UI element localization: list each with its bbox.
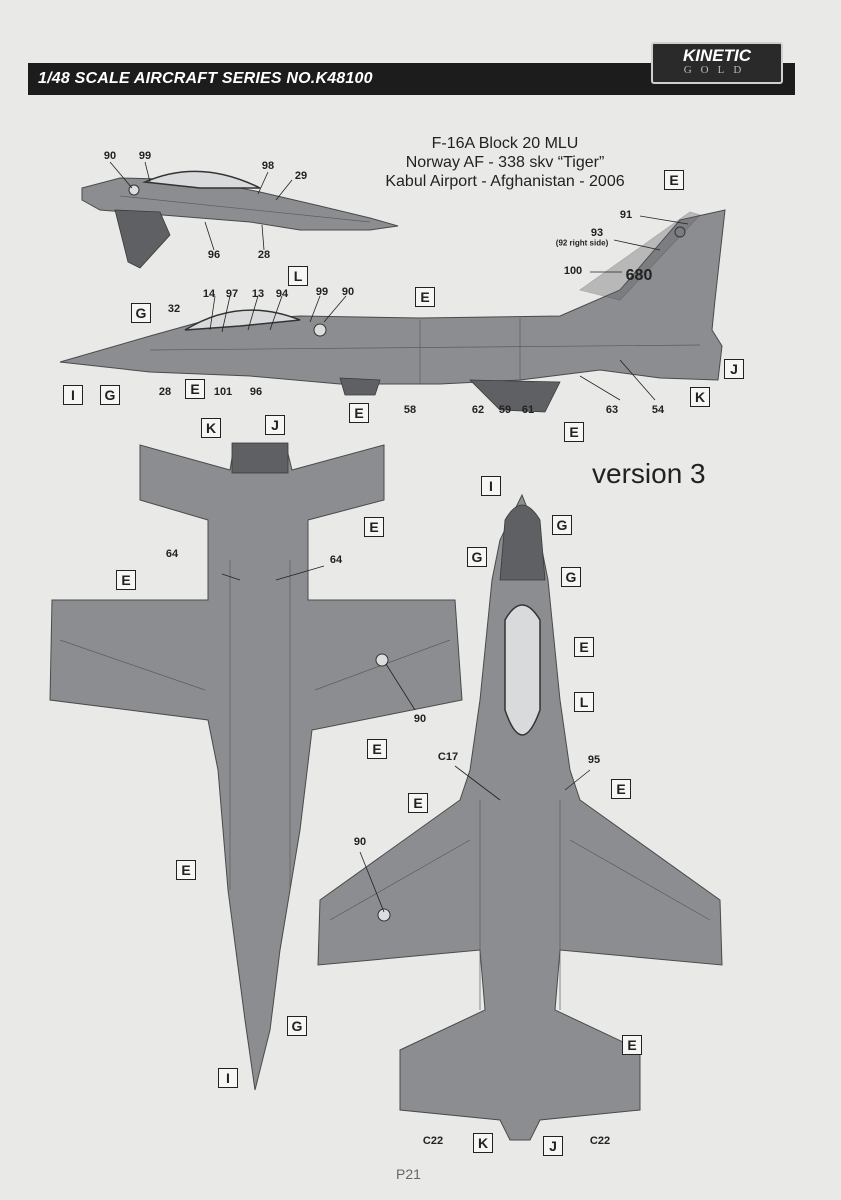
badge-e: E (367, 739, 387, 759)
callout-58: 58 (403, 404, 417, 416)
tail-number: 680 (625, 267, 653, 284)
badge-g: G (287, 1016, 307, 1036)
badge-e: E (564, 422, 584, 442)
callout-93: 93 (590, 227, 604, 239)
badge-g: G (131, 303, 151, 323)
leader-lines (109, 161, 689, 913)
badge-e: E (185, 379, 205, 399)
callout-96: 96 (207, 249, 221, 261)
bottom-view (317, 493, 723, 1141)
page-title: 1/48 SCALE AIRCRAFT SERIES NO.K48100 (38, 70, 373, 87)
badge-i: I (63, 385, 83, 405)
badge-l: L (574, 692, 594, 712)
kinetic-gold-logo: KINETIC GOLD (651, 42, 783, 84)
badge-g: G (561, 567, 581, 587)
badge-g: G (552, 515, 572, 535)
callout-99: 99 (315, 286, 329, 298)
callout-98: 98 (261, 160, 275, 172)
callout-97: 97 (225, 288, 239, 300)
caption-line-2: Norway AF - 338 skv “Tiger” (405, 154, 605, 171)
badge-e: E (415, 287, 435, 307)
badge-e: E (349, 403, 369, 423)
callout-29: 29 (294, 170, 308, 182)
callout-c22: C22 (422, 1135, 444, 1147)
callout-90: 90 (103, 150, 117, 162)
caption-line-1: F-16A Block 20 MLU (431, 135, 579, 152)
roundel-icon (377, 908, 391, 922)
callout-100: 100 (563, 265, 583, 277)
callout-13: 13 (251, 288, 265, 300)
badge-k: K (473, 1133, 493, 1153)
badge-j: J (543, 1136, 563, 1156)
badge-e: E (611, 779, 631, 799)
logo-sub-text: GOLD (683, 64, 751, 76)
aircraft-caption: F-16A Block 20 MLU Norway AF - 338 skv “… (340, 134, 670, 191)
callout-90: 90 (413, 713, 427, 725)
top-view (49, 442, 463, 1091)
version-label: version 3 (592, 458, 706, 489)
badge-e: E (116, 570, 136, 590)
callout-64: 64 (165, 548, 179, 560)
callout-94: 94 (275, 288, 289, 300)
badge-j: J (724, 359, 744, 379)
roundel-icon (375, 653, 389, 667)
callout-54: 54 (651, 404, 665, 416)
badge-e: E (408, 793, 428, 813)
logo-main-text: KINETIC (683, 46, 751, 65)
callout-32: 32 (167, 303, 181, 315)
callout-101: 101 (213, 386, 233, 398)
callout-99: 99 (138, 150, 152, 162)
badge-e: E (176, 860, 196, 880)
callout-92-note: (92 right side) (555, 238, 609, 248)
callout-c22: C22 (589, 1135, 611, 1147)
front-fuselage-side-view (81, 170, 399, 269)
callout-61: 61 (521, 404, 535, 416)
badge-i: I (481, 476, 501, 496)
callout-59: 59 (498, 404, 512, 416)
badge-l: L (288, 266, 308, 286)
callout-64: 64 (329, 554, 343, 566)
callout-91: 91 (619, 209, 633, 221)
callout-95: 95 (587, 754, 601, 766)
callout-63: 63 (605, 404, 619, 416)
badge-j: J (265, 415, 285, 435)
badge-k: K (201, 418, 221, 438)
callout-90: 90 (353, 836, 367, 848)
badge-g: G (100, 385, 120, 405)
badge-g: G (467, 547, 487, 567)
callout-c17: C17 (437, 751, 459, 763)
page-number: P21 (396, 1166, 421, 1182)
roundel-icon (313, 323, 327, 337)
side-view (59, 209, 726, 413)
badge-i: I (218, 1068, 238, 1088)
badge-e: E (664, 170, 684, 190)
callout-62: 62 (471, 404, 485, 416)
callout-28: 28 (257, 249, 271, 261)
badge-e: E (574, 637, 594, 657)
callout-28: 28 (158, 386, 172, 398)
callout-96: 96 (249, 386, 263, 398)
badge-k: K (690, 387, 710, 407)
tiger-badge-icon (674, 226, 686, 238)
badge-e: E (364, 517, 384, 537)
callout-90: 90 (341, 286, 355, 298)
caption-line-3: Kabul Airport - Afghanistan - 2006 (385, 173, 625, 190)
badge-e: E (622, 1035, 642, 1055)
callout-14: 14 (202, 288, 216, 300)
